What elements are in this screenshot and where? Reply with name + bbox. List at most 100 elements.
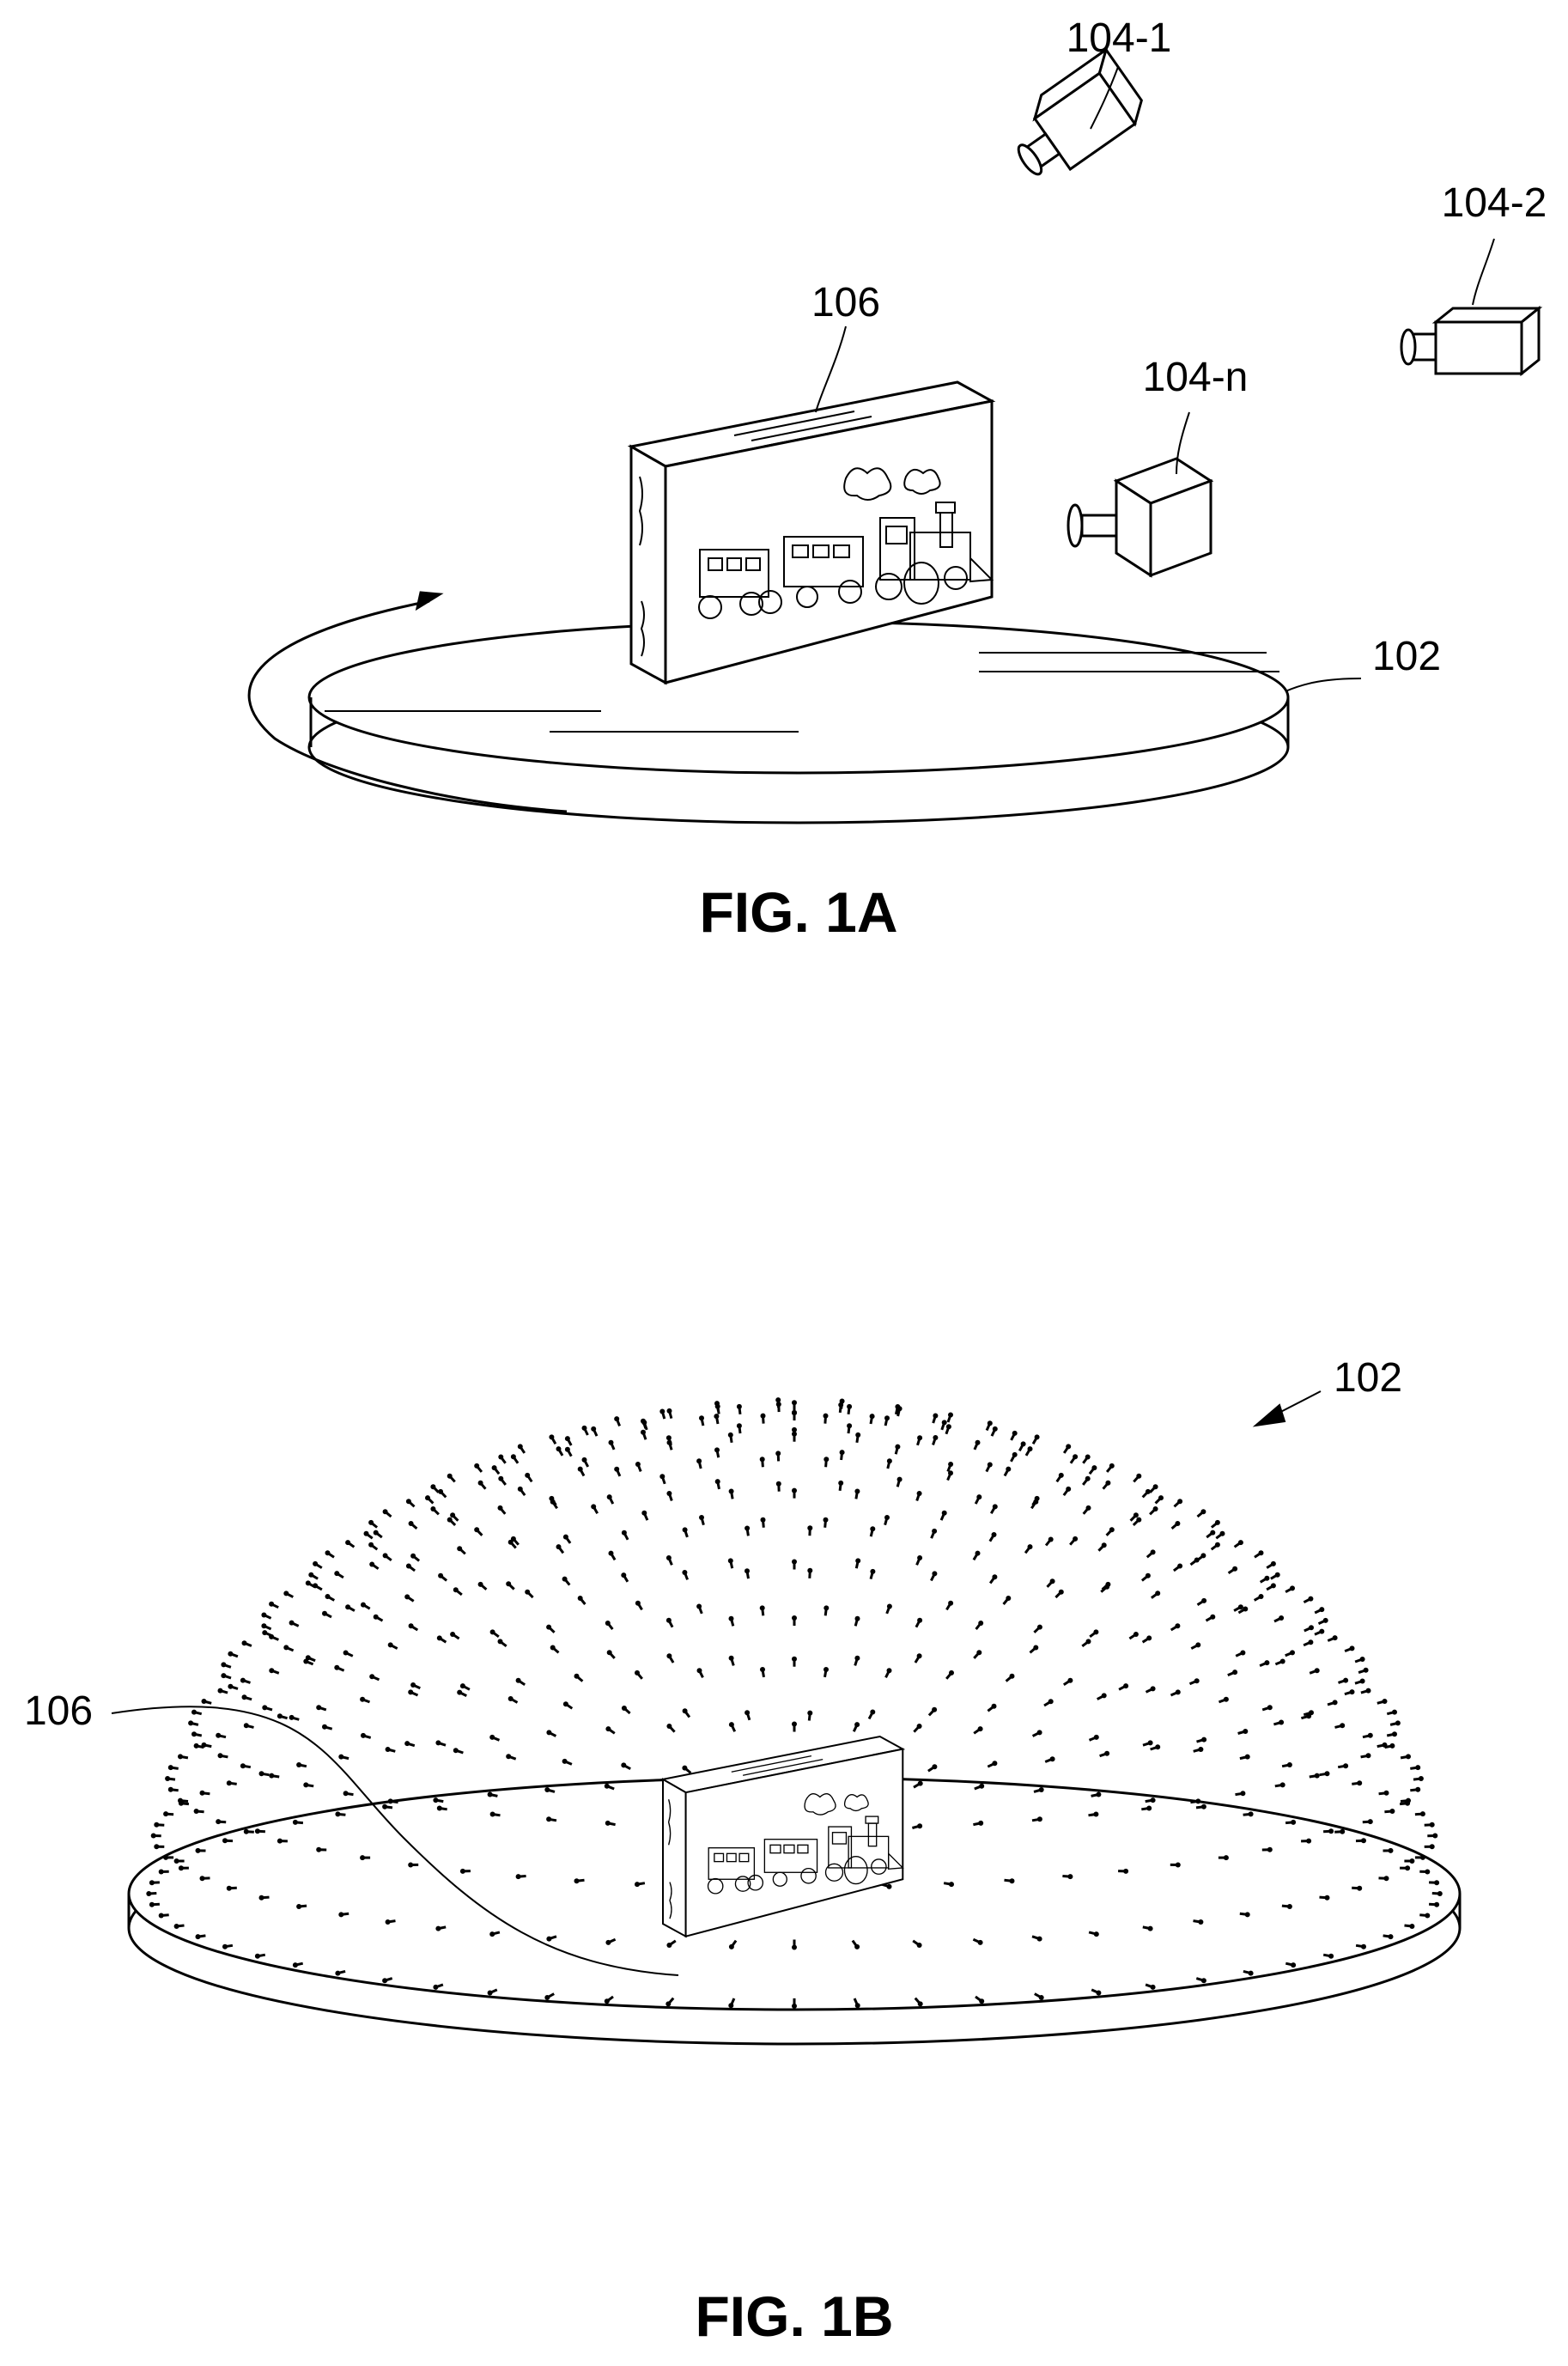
light-source-dot — [1150, 1686, 1156, 1692]
light-source-dot — [792, 1559, 797, 1565]
light-source-dot — [1012, 1430, 1018, 1436]
light-source-dot — [682, 1765, 688, 1771]
light-source-dot — [305, 1655, 311, 1661]
light-source-dot — [659, 1408, 665, 1414]
light-source-dot — [886, 1883, 892, 1889]
leader-104-n — [1176, 411, 1190, 475]
light-source-dot — [430, 1484, 436, 1490]
light-source-dot — [515, 1874, 521, 1880]
light-source-dot — [1319, 1628, 1325, 1634]
light-source-dot — [408, 1623, 414, 1629]
light-source-dot — [188, 1720, 194, 1726]
light-source-dot — [1244, 1754, 1250, 1760]
light-source-dot — [987, 1462, 993, 1468]
light-source-dot — [917, 1823, 923, 1829]
light-source-dot — [1198, 1919, 1204, 1925]
light-source-dot — [978, 1621, 984, 1626]
light-source-dot — [1270, 1583, 1276, 1589]
light-source-dot — [1146, 1635, 1152, 1641]
light-source-dot — [736, 1403, 742, 1409]
leader-106-a — [815, 325, 847, 413]
light-source-dot — [932, 1571, 938, 1577]
light-source-dot — [839, 1450, 845, 1456]
light-source-dot — [199, 1790, 205, 1796]
light-source-dot — [335, 1811, 341, 1817]
light-source-dot — [564, 1446, 570, 1452]
light-source-dot — [917, 1555, 923, 1560]
light-source-dot — [1434, 1880, 1440, 1886]
light-source-dot — [546, 1936, 552, 1942]
light-source-dot — [382, 1978, 388, 1984]
light-source-dot — [549, 1434, 555, 1440]
light-source-dot — [728, 1488, 734, 1494]
light-source-dot — [792, 2003, 797, 2009]
light-source-dot — [338, 1754, 344, 1760]
light-source-dot — [1109, 1527, 1115, 1533]
light-source-dot — [146, 1891, 152, 1896]
light-source-dot — [854, 1655, 860, 1661]
light-source-dot — [459, 1683, 465, 1689]
light-source-dot — [474, 1527, 480, 1533]
light-source-dot — [917, 2001, 923, 2007]
light-source-dot — [556, 1544, 562, 1550]
light-source-dot — [435, 1740, 441, 1746]
light-source-dot — [1232, 1566, 1238, 1572]
light-source-dot — [1175, 1623, 1181, 1629]
light-source-dot — [1258, 1550, 1264, 1556]
light-source-dot — [178, 1797, 183, 1803]
light-source-dot — [457, 1689, 463, 1695]
light-source-dot — [193, 1743, 199, 1749]
light-source-dot — [385, 1919, 391, 1925]
light-source-dot — [1133, 1512, 1139, 1518]
light-source-dot — [1155, 1744, 1161, 1750]
light-source-dot — [1091, 1465, 1097, 1471]
light-source-dot — [216, 1819, 222, 1825]
light-source-dot — [775, 1481, 781, 1487]
light-source-dot — [269, 1633, 275, 1639]
light-source-dot — [361, 1602, 366, 1608]
light-source-dot — [546, 1816, 552, 1822]
light-source-dot — [635, 1670, 640, 1676]
light-source-dot — [1279, 1658, 1285, 1664]
light-source-dot — [228, 1651, 234, 1657]
light-source-dot — [714, 1414, 720, 1420]
leader-106-b — [111, 1706, 679, 1976]
light-source-dot — [525, 1589, 531, 1595]
light-source-dot — [316, 1846, 322, 1852]
label-camera-104-1: 104-1 — [1067, 15, 1172, 61]
light-source-dot — [696, 1458, 702, 1464]
light-source-dot — [178, 1754, 183, 1760]
light-source-dot — [886, 1668, 892, 1674]
light-source-dot — [1214, 1519, 1220, 1525]
label-camera-104-n: 104-n — [1143, 355, 1249, 400]
light-source-dot — [438, 1572, 444, 1578]
light-source-dot — [1248, 1811, 1254, 1817]
light-source-dot — [917, 1435, 923, 1441]
light-source-dot — [696, 1603, 702, 1609]
light-source-dot — [191, 1731, 197, 1737]
light-source-dot — [614, 1466, 620, 1472]
light-source-dot — [1343, 1677, 1349, 1683]
light-source-dot — [932, 1764, 938, 1770]
light-source-dot — [1085, 1639, 1091, 1645]
light-source-dot — [1085, 1454, 1091, 1460]
light-source-dot — [497, 1639, 503, 1645]
light-source-dot — [1009, 1878, 1015, 1884]
light-source-dot — [1036, 1816, 1042, 1822]
light-source-dot — [564, 1436, 570, 1442]
light-source-dot — [506, 1581, 512, 1587]
light-source-dot — [1150, 1984, 1156, 1990]
light-source-dot — [574, 1878, 580, 1884]
light-source-dot — [605, 1726, 611, 1732]
light-source-dot — [1147, 1925, 1153, 1931]
light-source-dot — [896, 1476, 903, 1482]
light-source-dot — [243, 1828, 249, 1834]
light-source-dot — [313, 1583, 319, 1589]
light-source-dot — [699, 1515, 704, 1520]
light-source-dot — [433, 1984, 439, 1990]
light-source-dot — [240, 1677, 246, 1683]
camera-104-1 — [1017, 46, 1143, 176]
light-source-dot — [992, 1504, 998, 1510]
light-source-dot — [1036, 1730, 1042, 1736]
light-source-dot — [991, 1532, 997, 1537]
